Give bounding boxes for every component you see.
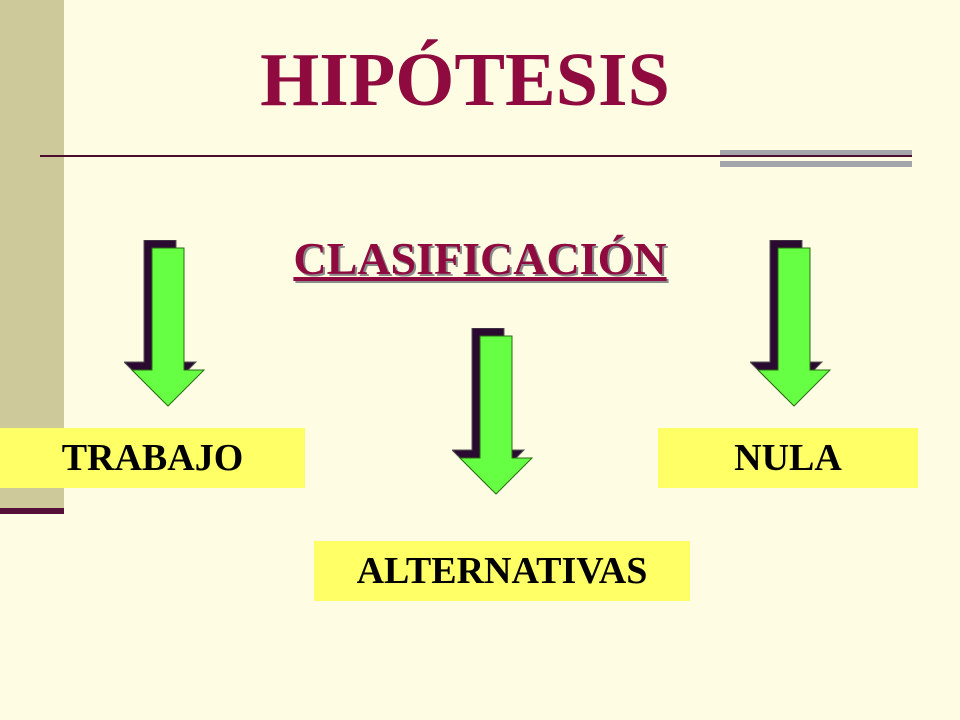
- category-label: TRABAJO: [61, 437, 244, 479]
- title-divider-accent: [720, 150, 912, 167]
- decorative-left-bar: [0, 0, 64, 512]
- subtitle: CLASIFICACIÓN: [293, 233, 667, 284]
- page-title: HIPÓTESIS: [260, 38, 670, 122]
- category-label: ALTERNATIVAS: [356, 550, 648, 592]
- category-box-alternativas: ALTERNATIVAS: [314, 541, 690, 601]
- category-box-trabajo: TRABAJO: [0, 428, 305, 488]
- down-arrow-icon-left: [124, 240, 206, 407]
- category-label: NULA: [734, 437, 842, 479]
- decorative-left-bar-cap: [0, 508, 64, 514]
- category-box-nula: NULA: [658, 428, 918, 488]
- down-arrow-icon-right: [750, 240, 832, 407]
- down-arrow-icon-center: [452, 328, 534, 495]
- title-divider: [40, 155, 912, 157]
